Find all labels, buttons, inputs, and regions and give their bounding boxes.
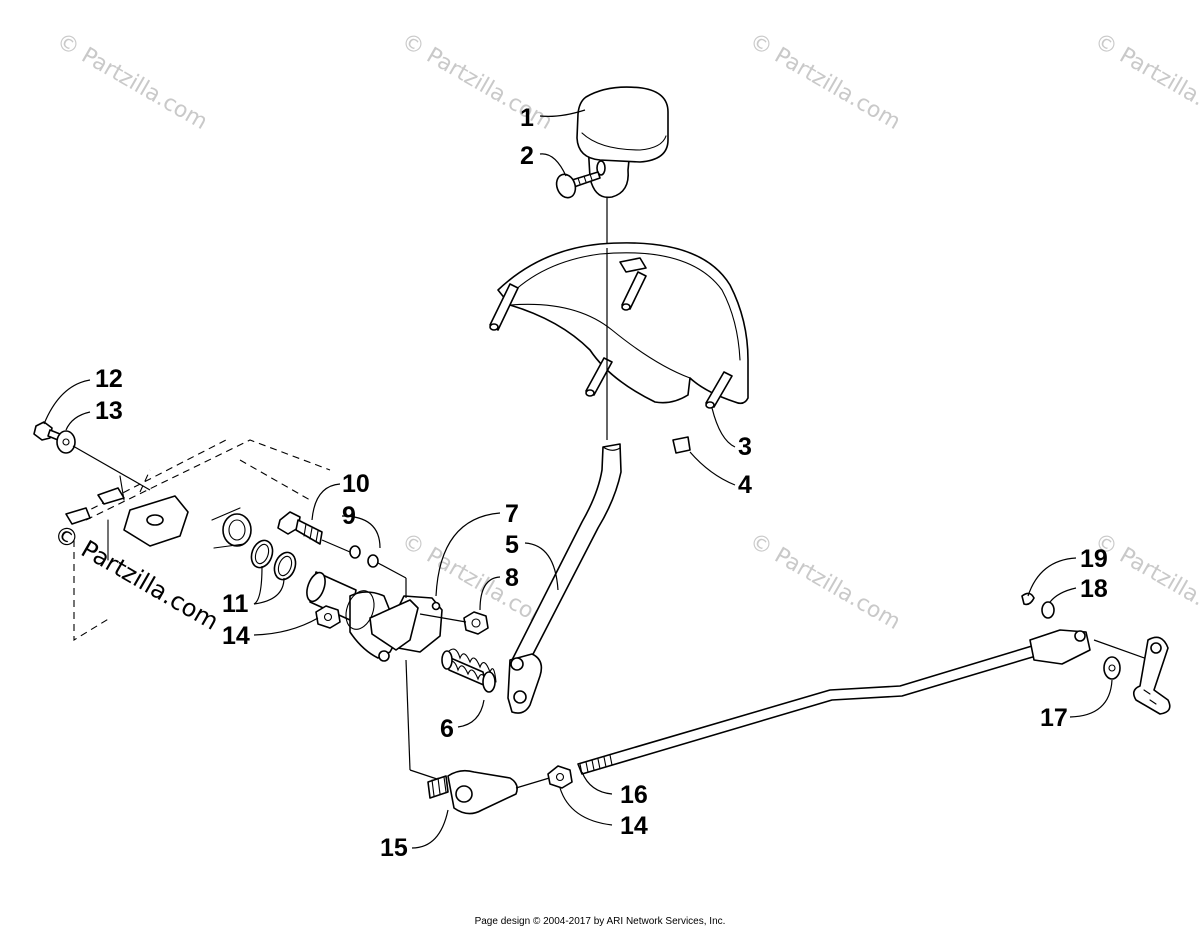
callout-14-right: 14 [620,812,648,840]
clip-fastener [672,436,691,454]
callout-3: 3 [738,433,752,461]
callout-5: 5 [505,531,519,559]
shift-gate-cover [489,242,749,409]
shift-knob [576,86,669,199]
washers [349,545,379,568]
clip-19 [1021,592,1035,606]
callout-19: 19 [1080,545,1108,573]
footer-copyright: Page design © 2004-2017 by ARI Network S… [474,916,726,927]
washer-17 [1103,656,1121,680]
callout-12: 12 [95,365,123,393]
callout-15: 15 [380,834,408,862]
callout-9: 9 [342,502,356,530]
nut [463,611,489,635]
watermark: © Partzilla.com [745,529,905,636]
callout-14-left: 14 [222,622,250,650]
frame-phantom [65,439,331,641]
screw-washer [33,421,76,454]
shift-lever [507,443,622,714]
callout-2: 2 [520,142,534,170]
washer-18 [1041,601,1055,619]
o-rings [250,539,297,581]
callout-leaders [43,109,1113,849]
shift-rod [577,629,1091,775]
callout-6: 6 [440,715,454,743]
callout-4: 4 [738,471,752,499]
shoulder-bolt [277,511,323,545]
callout-18: 18 [1080,575,1108,603]
rod-end [427,769,518,815]
callout-8: 8 [505,564,519,592]
callout-numbers: 1 2 3 4 7 5 8 6 10 9 11 14 12 13 15 16 1… [95,104,1108,862]
shift-arm [1132,636,1171,715]
callout-16: 16 [620,781,648,809]
callout-1: 1 [520,104,534,132]
callout-13: 13 [95,397,123,425]
nut-left [315,605,341,629]
callout-11: 11 [222,590,249,618]
nut-right [547,765,573,789]
pivot-housing [306,571,419,662]
watermark: © Partzilla.com [745,29,905,136]
callout-17: 17 [1040,704,1068,732]
spring [441,648,497,693]
watermark: © Partzilla.com [1090,29,1200,136]
callout-10: 10 [342,470,370,498]
watermark: © Partzilla.com [52,29,212,136]
knob-screw [555,171,601,199]
callout-7: 7 [505,500,519,528]
